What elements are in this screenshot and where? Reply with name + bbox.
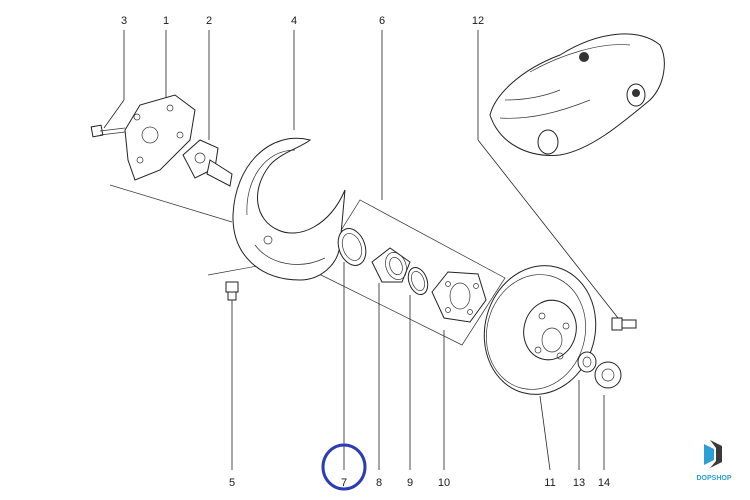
part-14-hub-nut bbox=[594, 361, 622, 389]
part-7-seal-ring bbox=[337, 228, 367, 266]
callout-labels: 3 1 2 4 6 12 5 7 8 9 10 11 13 14 bbox=[121, 15, 610, 489]
callout-14: 14 bbox=[598, 477, 610, 489]
part-9-retaining-ring bbox=[407, 266, 429, 296]
callout-8: 8 bbox=[376, 477, 382, 489]
brand-name: DOPSHOP bbox=[696, 475, 731, 482]
leader-lines bbox=[103, 30, 619, 471]
callout-11: 11 bbox=[544, 477, 555, 489]
part-2-stub-axle bbox=[182, 139, 233, 187]
part-12-screw bbox=[611, 317, 637, 331]
callout-1: 1 bbox=[163, 15, 169, 27]
part-13-washer bbox=[577, 351, 597, 373]
dopshop-logo-icon: DOPSHOP bbox=[696, 440, 732, 482]
car-illustration-icon bbox=[489, 33, 665, 156]
callout-13: 13 bbox=[573, 477, 585, 489]
highlight-circle bbox=[321, 443, 367, 491]
callout-6: 6 bbox=[379, 15, 385, 27]
part-4-dust-shield bbox=[232, 137, 346, 281]
part-10-wheel-hub bbox=[431, 271, 487, 323]
callout-10: 10 bbox=[438, 477, 450, 489]
callout-4: 4 bbox=[291, 15, 297, 27]
part-5-bolt bbox=[225, 281, 239, 301]
callout-5: 5 bbox=[229, 477, 235, 489]
callout-2: 2 bbox=[206, 15, 212, 27]
part-1-steering-knuckle bbox=[124, 94, 196, 181]
callout-3: 3 bbox=[121, 15, 127, 27]
part-3-bolt bbox=[90, 124, 126, 138]
callout-12: 12 bbox=[472, 15, 484, 27]
callout-7: 7 bbox=[341, 477, 347, 489]
part-8-bearing bbox=[371, 247, 411, 283]
part-11-brake-disc bbox=[483, 265, 597, 395]
callout-9: 9 bbox=[407, 477, 413, 489]
